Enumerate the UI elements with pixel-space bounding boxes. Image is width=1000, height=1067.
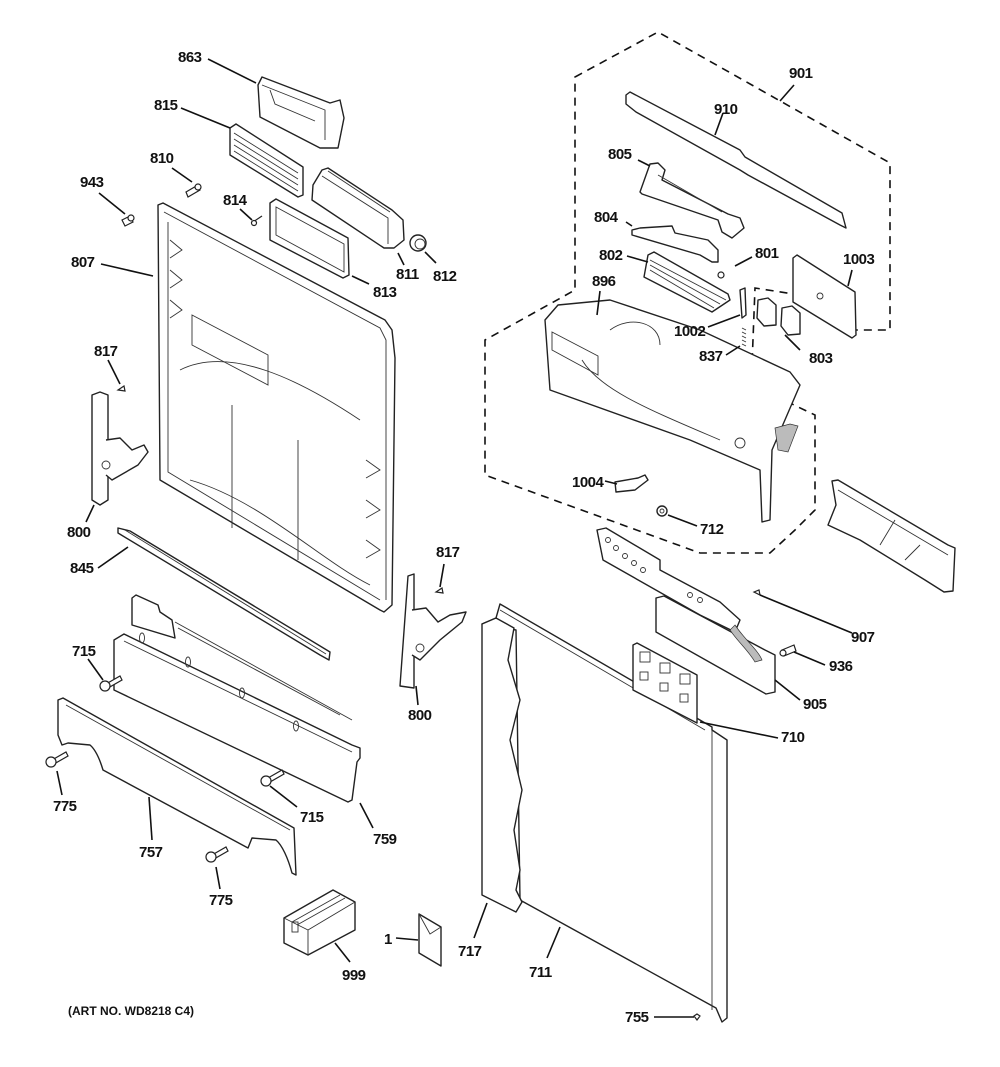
callout-896: 896 [592,273,616,290]
callout-1003: 1003 [843,251,875,268]
part-810-screw[interactable] [185,183,202,198]
part-936-screw[interactable] [779,644,797,657]
part-817-screw-right[interactable] [434,587,444,594]
callout-802: 802 [599,247,623,264]
part-711-outer-door[interactable] [481,603,728,1023]
callout-715-lower: 715 [300,809,324,826]
part-712-grommet[interactable] [656,505,668,517]
callout-805: 805 [608,146,632,163]
part-759-bottom-channel[interactable] [113,594,361,803]
part-800-hinge-left[interactable] [91,391,149,506]
part-837-spring[interactable] [741,327,747,347]
callout-759: 759 [373,831,397,848]
callout-711: 711 [529,964,552,981]
part-905-control-board[interactable] [596,527,776,695]
callout-905: 905 [803,696,827,713]
part-775-screw-left[interactable] [45,751,69,768]
callout-863: 863 [178,49,202,66]
art-number: (ART NO. WD8218 C4) [68,1004,194,1018]
callout-814: 814 [223,192,248,209]
callout-907: 907 [851,629,875,646]
part-755-screw[interactable] [693,1013,701,1021]
part-715-screw-upper[interactable] [99,675,123,692]
part-side-panel-unlabeled[interactable] [827,479,956,593]
callout-757: 757 [139,844,163,861]
callout-710: 710 [781,729,805,746]
callout-810: 810 [150,150,174,167]
callout-775-left: 775 [53,798,77,815]
part-812-knob[interactable] [409,234,427,252]
callout-800-right: 800 [408,707,432,724]
part-775-screw-right[interactable] [205,846,229,863]
part-943-screw[interactable] [121,214,135,227]
part-804-linkage[interactable] [631,225,719,263]
part-807-inner-door[interactable] [157,202,396,613]
part-800-hinge-right[interactable] [399,573,467,689]
part-1-literature[interactable] [418,913,442,967]
callout-936: 936 [829,658,853,675]
part-896-control-panel[interactable] [544,299,801,523]
callout-910: 910 [714,101,738,118]
callout-712: 712 [700,521,724,538]
part-863-handle-housing[interactable] [257,76,345,149]
part-811-dispenser[interactable] [311,167,405,249]
part-907-screw[interactable] [752,589,761,597]
callout-815: 815 [154,97,178,114]
part-817-screw-left[interactable] [116,385,126,392]
part-845-door-strip[interactable] [117,527,331,661]
part-757-kickplate[interactable] [57,697,297,876]
callout-817-left: 817 [94,343,118,360]
part-1002-switch[interactable] [739,287,747,319]
part-710-button-membrane[interactable] [632,642,698,724]
callout-811: 811 [396,266,419,283]
part-814-screw[interactable] [250,215,263,227]
leader-lines [56,58,853,1018]
part-801-screw[interactable] [717,271,725,279]
part-715-screw-lower[interactable] [260,769,285,787]
callout-901: 901 [789,65,813,82]
callout-807: 807 [71,254,95,271]
callout-717: 717 [458,943,482,960]
callout-943: 943 [80,174,104,191]
part-813-gasket[interactable] [269,198,350,279]
callout-715-upper: 715 [72,643,96,660]
callout-999: 999 [342,967,366,984]
callout-1002: 1002 [674,323,706,340]
callout-817-right: 817 [436,544,460,561]
part-1004-clip[interactable] [614,474,649,493]
callout-845: 845 [70,560,94,577]
part-717-door-liner-edge[interactable] [481,617,523,913]
callout-812: 812 [433,268,457,285]
callout-803: 803 [809,350,833,367]
callout-labels: 863 815 810 943 814 807 811 812 813 817 … [53,49,875,1026]
callout-755: 755 [625,1009,649,1026]
callout-801: 801 [755,245,779,262]
part-802-vent-cover[interactable] [643,251,731,313]
part-803-door-switch[interactable] [756,297,801,336]
part-1003-circuit-board[interactable] [792,254,857,339]
callout-775-right: 775 [209,892,233,909]
callout-1004: 1004 [572,474,605,491]
callout-837: 837 [699,348,723,365]
callout-813: 813 [373,284,397,301]
callout-1: 1 [384,931,392,948]
part-815-vent-grille[interactable] [229,123,304,198]
callout-804: 804 [594,209,619,226]
part-910-bracket[interactable] [625,91,847,229]
part-805-bracket[interactable] [639,162,745,239]
part-999-parts-box[interactable] [283,889,356,956]
callout-800-left: 800 [67,524,91,541]
